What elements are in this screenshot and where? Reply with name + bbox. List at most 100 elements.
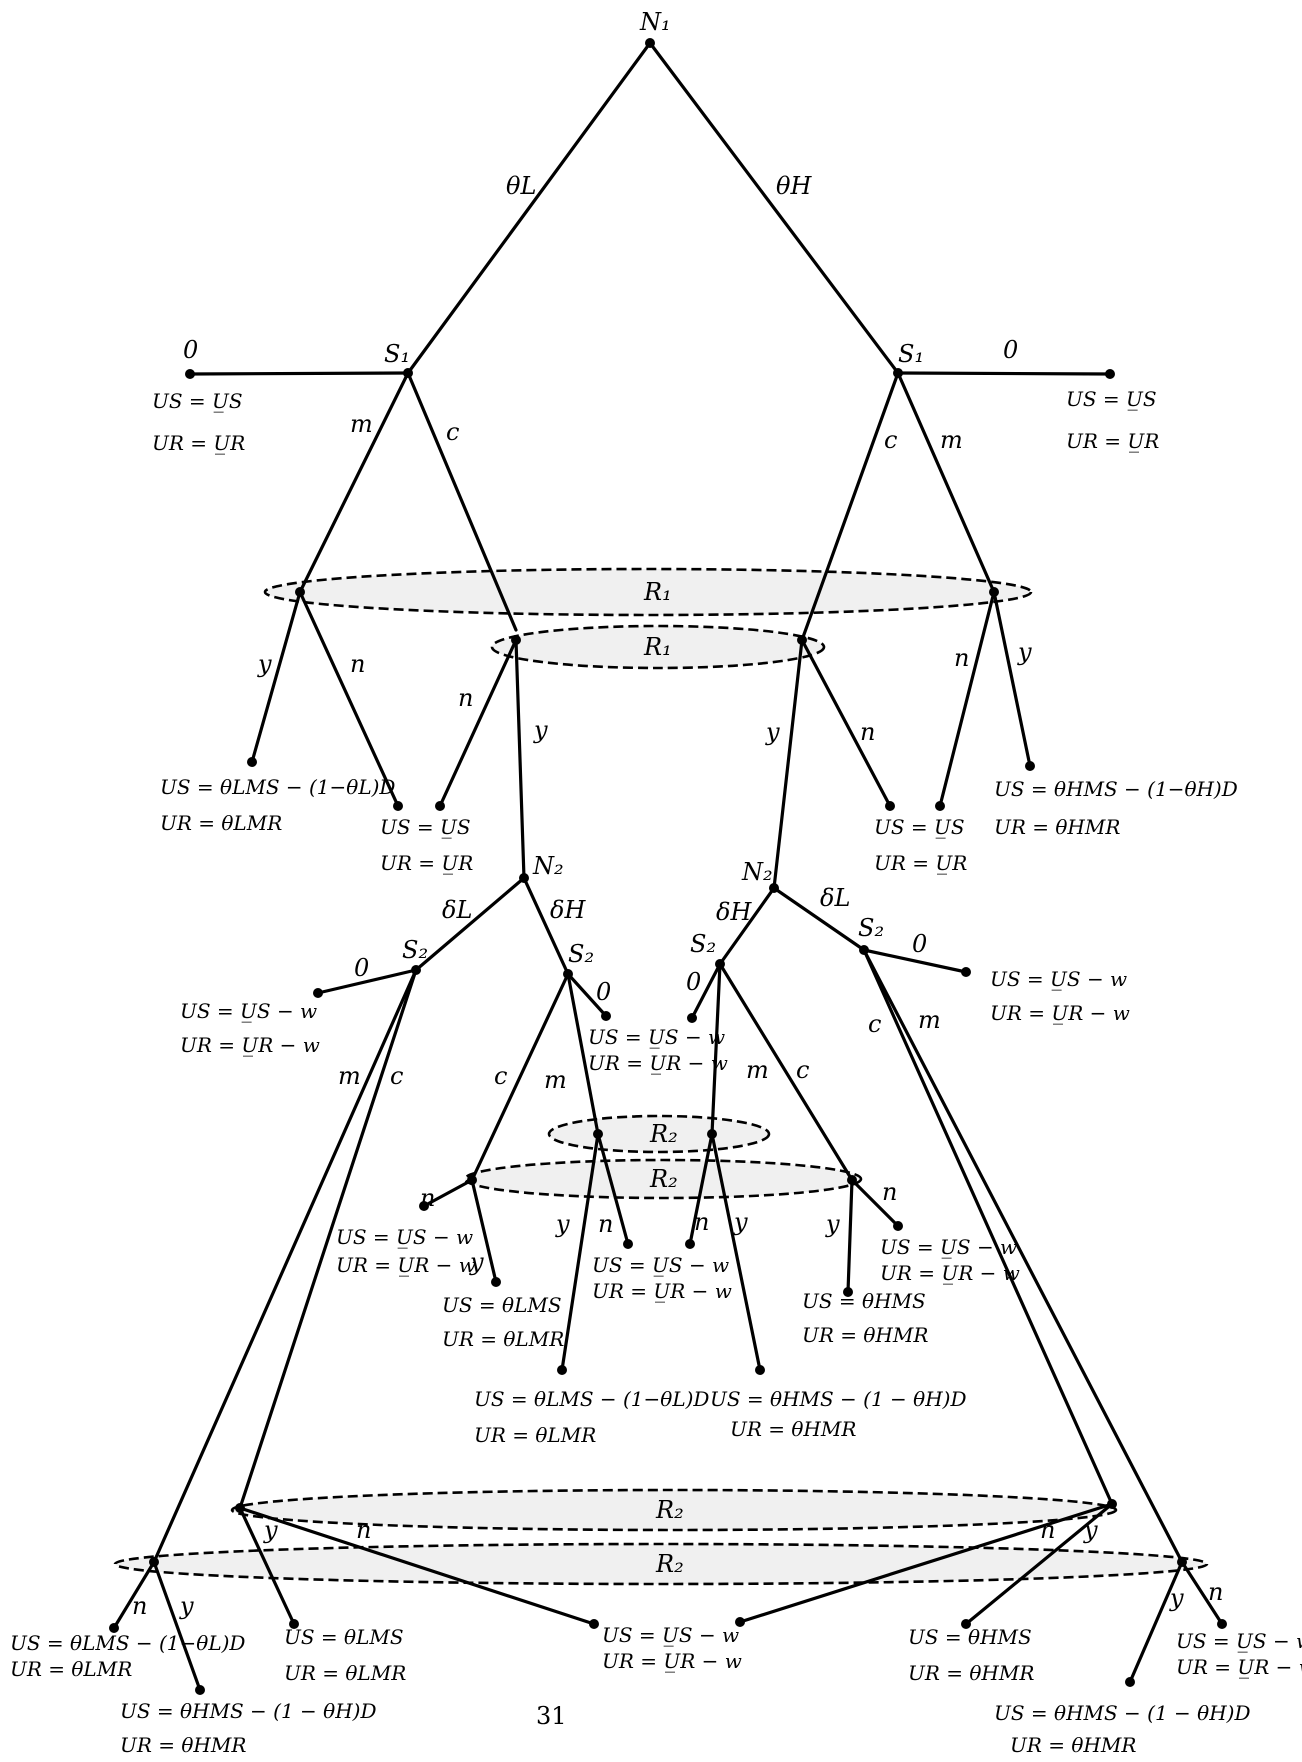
terminal [755,1365,765,1375]
payoff-p07: US = U̲S − w UR = U̲R − w [180,999,320,1057]
label-y: y [1017,638,1032,666]
payoff-sender-utility: US = θHMS − (1 − θH)D [710,1387,966,1411]
edge-n2r-s2rl [718,886,776,966]
label-y: y [1169,1584,1184,1612]
node-r2-lc [467,1175,477,1185]
node-n2-left [519,873,529,883]
label-r1: R₁ [643,633,672,661]
payoff-receiver-utility: UR = θLMR [474,1423,596,1447]
payoff-sender-utility: US = θLMS [442,1293,562,1317]
payoff-sender-utility: US = θLMS [284,1625,404,1649]
payoff-p22: US = θHMS − (1 − θH)D UR = θHMR [120,1699,376,1757]
edge-s2rr-c [862,948,1114,1506]
node-n1 [645,38,655,48]
payoff-receiver-utility: UR = θHMR [120,1733,246,1757]
edges [112,41,1224,1692]
payoff-p21: US = θLMS − (1−θL)D UR = θLMR [10,1631,245,1681]
label-delta-l: δL [820,884,850,912]
label-y: y [825,1210,840,1238]
node-r1-b [511,635,521,645]
payoff-sender-utility: US = θHMS − (1 − θH)D [120,1699,376,1723]
payoff-receiver-utility: UR = U̲R [874,851,967,875]
node-r1-c [797,635,807,645]
label-m: m [338,1062,361,1090]
terminal [1025,761,1035,771]
payoff-receiver-utility: UR = θLMR [442,1327,564,1351]
label-theta-h: θH [776,172,812,200]
edge-s2rl-c [718,962,854,1182]
label-r2: R₂ [655,1496,684,1524]
label-m: m [350,410,373,438]
payoff-sender-utility: US = U̲S − w [1176,1629,1302,1653]
payoff-receiver-utility: UR = U̲R − w [602,1649,742,1673]
edge-s2lr-m [566,972,600,1136]
label-s2-lr: S₂ [568,940,594,968]
edge-s1l-m [298,371,410,594]
label-n: n [694,1208,709,1236]
terminal [195,1685,205,1695]
payoff-p09: US = U̲S − w UR = U̲R − w [990,967,1130,1025]
payoff-receiver-utility: UR = U̲R [380,851,473,875]
terminal [601,1011,611,1021]
node-n2-right [769,883,779,893]
payoff-sender-utility: US = θLMS − (1−θL)D [160,775,395,799]
edge-lc-n [422,1178,474,1208]
terminal [893,1221,903,1231]
terminal [623,1239,633,1249]
payoff-p19: US = θHMS UR = θHMR [908,1625,1034,1685]
payoff-receiver-utility: UR = U̲R − w [336,1253,476,1277]
terminal [247,757,257,767]
edge-s2ll-zero [316,968,418,995]
label-y: y [469,1248,484,1276]
edge-s1r-zero [896,371,1112,376]
node-s2-rl [715,959,725,969]
label-zero: 0 [912,930,927,958]
payoff-receiver-utility: UR = θHMR [730,1417,856,1441]
label-n: n [860,718,875,746]
payoffs: US = U̲S UR = U̲R US = U̲S UR = U̲R US =… [10,387,1302,1757]
label-n: n [350,650,365,678]
payoff-sender-utility: US = U̲S [380,815,471,839]
label-n: n [1208,1578,1223,1606]
terminal [735,1617,745,1627]
edge-r1b-y [514,638,526,880]
label-n: n [458,684,473,712]
edge-llm-n [112,1560,156,1630]
edge-s1r-m [896,371,996,594]
node-s1-right [893,368,903,378]
payoff-sender-utility: US = U̲S − w [592,1253,729,1277]
node-r2-rrc [1107,1499,1117,1509]
label-n: n [882,1178,897,1206]
payoff-receiver-utility: UR = θLMR [160,811,282,835]
label-delta-h: δH [716,898,752,926]
edge-s1l-zero [188,371,410,376]
node-r2-lm [593,1129,603,1139]
edge-n1-s1r [648,41,900,375]
label-r2: R₂ [649,1120,678,1148]
payoff-receiver-utility: UR = θHMR [802,1323,928,1347]
edge-s1l-c [406,371,518,632]
edge-rm-y [710,1132,762,1372]
payoff-p05: US = U̲S UR = U̲R [874,815,967,875]
label-zero: 0 [686,968,701,996]
label-c: c [390,1062,403,1090]
payoff-receiver-utility: UR = U̲R − w [180,1033,320,1057]
edge-r1c-n [800,638,892,808]
label-r2: R₂ [649,1165,678,1193]
info-set-labels: R₁ R₁ R₂ R₂ R₂ R₂ [643,578,684,1578]
label-n: n [954,644,969,672]
payoff-receiver-utility: UR = θHMR [908,1661,1034,1685]
label-zero: 0 [354,954,369,982]
label-s1-right: S₁ [898,340,924,368]
label-s2-rl: S₂ [690,930,716,958]
label-s1-left: S₁ [384,340,410,368]
label-m: m [544,1066,567,1094]
terminal [557,1365,567,1375]
label-zero: 0 [1003,336,1018,364]
terminal [1217,1619,1227,1629]
label-n: n [132,1592,147,1620]
payoff-p17: US = θLMS UR = θLMR [284,1625,406,1685]
edge-r1a-y [250,590,302,764]
edge-r1a-n [298,590,400,808]
